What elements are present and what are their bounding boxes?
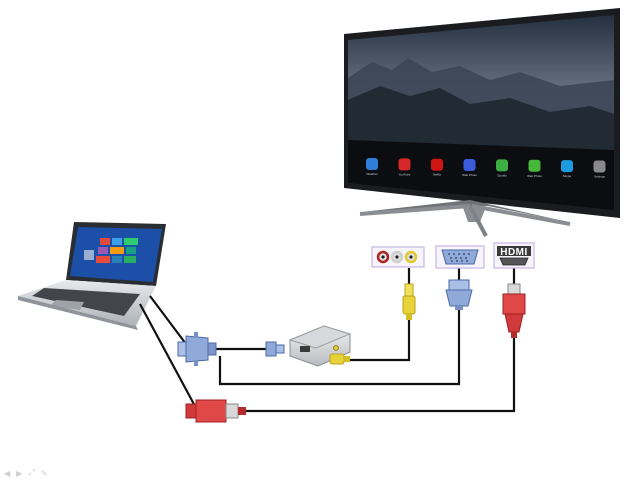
tv-app-tile — [496, 159, 508, 172]
tv: Weather YouTube Netflix Web Photo Spotify Web… — [344, 8, 620, 237]
laptop-touchpad — [50, 300, 84, 310]
laptop-start-tiles — [84, 238, 138, 263]
tv-app-label: Skype — [563, 174, 572, 178]
tv-app-tile — [398, 158, 411, 171]
cables — [139, 268, 516, 413]
tv-app-label: Spotify — [497, 173, 507, 177]
tv-app-label: YouTube — [399, 172, 411, 176]
cable-hdmi-tv — [246, 338, 516, 413]
tv-stand-foot-right — [471, 204, 571, 226]
arrow-left-icon[interactable]: ◀ — [4, 468, 11, 478]
tv-port-hdmi: HDMI — [493, 242, 535, 269]
cable-laptop-vga — [149, 295, 187, 345]
tv-app-label: Web Photo — [462, 173, 477, 177]
vga-plug-converter — [265, 341, 285, 357]
tv-app-row: Weather YouTube Netflix Web Photo Spotify Web… — [366, 158, 606, 178]
hdmi-plug-laptop — [185, 399, 246, 423]
arrow-right-icon[interactable]: ▶ — [16, 468, 23, 478]
converter-port — [300, 346, 310, 352]
converter-av-jack — [333, 345, 339, 351]
tv-stand-foot-left — [359, 204, 471, 216]
tv-app-label: Netflix — [433, 173, 442, 177]
rca-yellow-plug-converter — [329, 353, 350, 365]
tv-app-label: Weather — [366, 172, 377, 176]
tv-port-vga — [435, 245, 485, 269]
cable-composite-tv — [348, 318, 411, 362]
vga-plug-tv — [445, 279, 473, 310]
rca-yellow-plug-tv — [402, 283, 416, 320]
laptop-edge — [18, 296, 138, 330]
tv-screen-bottom — [348, 140, 614, 210]
tv-app-tile — [528, 159, 541, 172]
cable-vga-tv — [218, 308, 461, 386]
tv-port-rca — [371, 246, 425, 268]
tv-stand-foot — [468, 205, 488, 237]
vga-plug-laptop — [177, 332, 217, 366]
expand-icon[interactable]: ⤢ — [28, 468, 35, 477]
note-icon[interactable]: ✎ — [40, 468, 48, 478]
laptop-keyboard — [32, 288, 140, 316]
tv-app-tile — [561, 160, 573, 173]
tv-app-tile — [593, 160, 606, 173]
player-footer: ◀ ▶ ⤢ ✎ — [4, 468, 47, 478]
tv-app-label: Settings — [594, 174, 605, 178]
hdmi-plug-tv — [502, 283, 526, 338]
tv-app-tile — [431, 158, 443, 171]
tv-app-label: Web Photo — [527, 174, 542, 178]
laptop — [18, 222, 166, 330]
tv-app-tile — [366, 158, 378, 170]
hdmi-logo-text: HDMI — [500, 247, 528, 258]
tv-app-tile — [463, 159, 476, 172]
cable-laptop-hdmi — [139, 303, 197, 409]
tv-mountains-near — [348, 86, 614, 150]
laptop-screen — [70, 227, 162, 282]
